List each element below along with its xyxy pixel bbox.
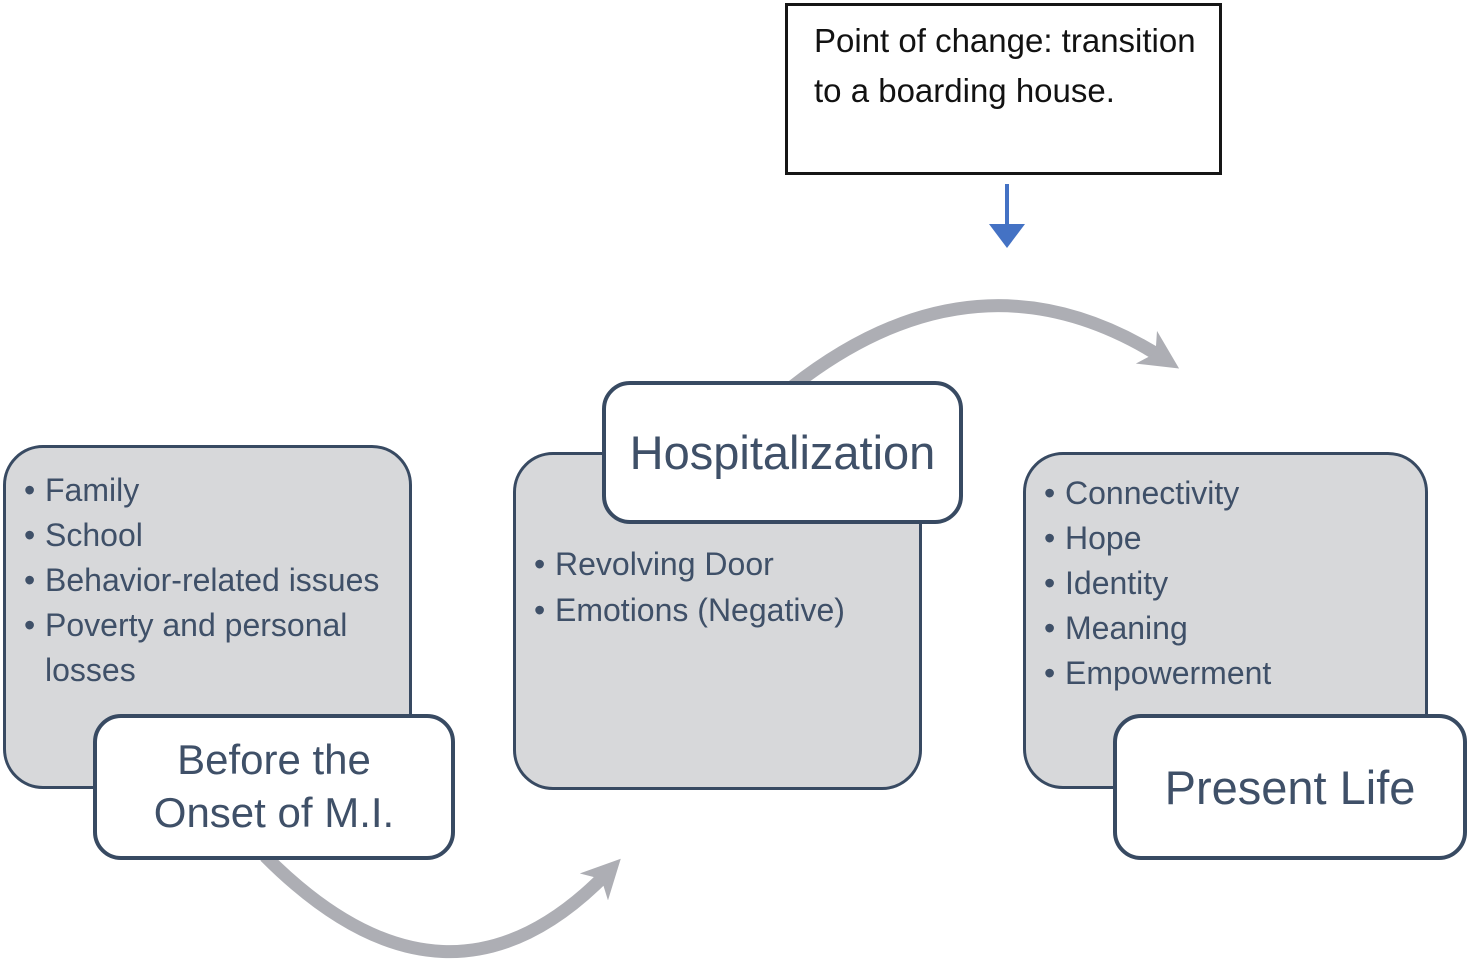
list-item: School [24,513,403,558]
list-item: Hope [1044,516,1419,561]
list-item: Behavior-related issues [24,558,403,603]
stage-label-hospitalization: Hospitalization [602,381,963,524]
list-item: Meaning [1044,606,1419,651]
bullet-list-hospitalization: Revolving Door Emotions (Negative) [516,455,919,633]
bullet-list-before-onset: Family School Behavior-related issues Po… [6,448,409,693]
blue-down-arrow-icon [989,184,1025,248]
list-item: Family [24,468,403,513]
list-item: Revolving Door [534,541,913,587]
bullet-list-present-life: Connectivity Hope Identity Meaning Empow… [1026,455,1425,696]
list-item: Identity [1044,561,1419,606]
list-item: Poverty and personal losses [24,603,403,693]
curved-arrow-left-to-middle [260,851,621,958]
list-item: Emotions (Negative) [534,587,913,633]
stage-label-before-onset: Before the Onset of M.I. [93,714,455,860]
panel-before-onset: Family School Behavior-related issues Po… [3,445,412,789]
list-item: Connectivity [1044,471,1419,516]
point-of-change-note: Point of change: transition to a boardin… [785,3,1222,175]
curved-arrow-middle-to-right [783,299,1180,396]
list-item: Empowerment [1044,651,1419,696]
stage-label-present-life: Present Life [1113,714,1467,860]
